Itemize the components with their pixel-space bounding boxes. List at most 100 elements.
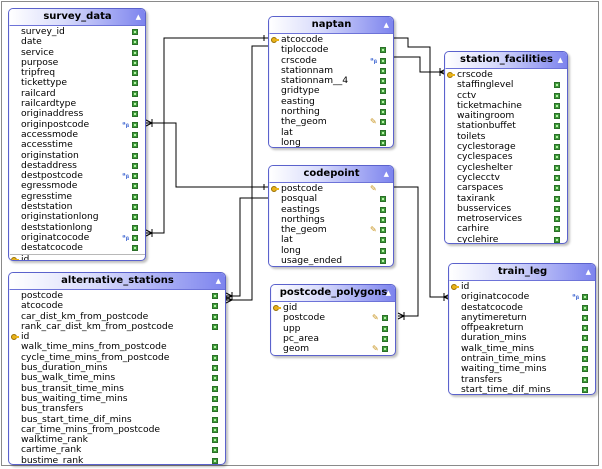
chevron-up-icon[interactable]: ▲ (135, 13, 141, 21)
column-row[interactable]: atcocode (10, 301, 225, 311)
column-row[interactable]: accesstime (10, 140, 145, 150)
chevron-up-icon[interactable]: ▲ (585, 268, 591, 276)
table-header[interactable]: survey_data▲ (9, 9, 145, 26)
column-row[interactable]: originstation (10, 150, 145, 161)
column-row[interactable]: destaddress (10, 160, 145, 171)
column-row[interactable]: carhire (446, 224, 567, 234)
column-row[interactable]: cyclespaces (446, 152, 567, 162)
column-row[interactable]: purpose (10, 57, 145, 68)
column-row[interactable]: date (10, 37, 145, 47)
column-row[interactable]: usage_ended (270, 255, 393, 266)
column-row[interactable]: postcode✎ (270, 183, 393, 194)
column-row[interactable]: waiting_time_mins (450, 364, 595, 374)
column-row[interactable]: stationnam (270, 65, 393, 76)
column-row[interactable]: originstationlong (10, 212, 145, 222)
chevron-up-icon[interactable]: ▲ (383, 170, 389, 178)
column-row[interactable]: postcode (10, 290, 225, 301)
column-row[interactable]: start_time_dif_mins (450, 384, 595, 394)
column-row[interactable]: atcocode (270, 34, 393, 45)
column-row[interactable]: taxirank (446, 193, 567, 204)
column-row[interactable]: bus_walk_time_mins (10, 373, 225, 383)
column-row[interactable]: waitingroom (446, 111, 567, 121)
column-row[interactable]: id (450, 281, 595, 292)
table-header[interactable]: codepoint▲ (269, 166, 393, 183)
column-row[interactable]: eastings (270, 204, 393, 215)
column-row[interactable]: bustime_rank (10, 455, 225, 464)
table-header[interactable]: naptan▲ (269, 17, 393, 34)
column-row[interactable]: egressmode (10, 181, 145, 191)
column-row[interactable]: long (270, 245, 393, 256)
column-row[interactable]: gridtype (270, 86, 393, 96)
column-row[interactable]: long (270, 137, 393, 147)
column-row[interactable]: northings (270, 214, 393, 225)
column-row[interactable]: bus_duration_mins (10, 362, 225, 373)
column-row[interactable]: tickettype (10, 78, 145, 88)
column-row[interactable]: originaddress (10, 109, 145, 119)
column-row[interactable]: deststationlong (10, 222, 145, 233)
column-row[interactable]: destatcocode (450, 302, 595, 313)
column-row[interactable]: service (10, 47, 145, 58)
column-row[interactable]: posqual (270, 194, 393, 204)
column-row[interactable]: rank_car_dist_km_from_postcode (10, 321, 225, 332)
column-row[interactable]: pc_area (272, 333, 395, 344)
column-row[interactable]: lat (270, 127, 393, 138)
chevron-up-icon[interactable]: ▲ (215, 277, 221, 285)
column-row[interactable]: railcardtype (10, 98, 145, 109)
column-row[interactable]: upp (272, 323, 395, 334)
column-row[interactable]: easting (270, 96, 393, 107)
column-row[interactable]: destatcocode (10, 243, 145, 253)
column-row[interactable]: id (10, 332, 225, 342)
column-row[interactable]: duration_mins (450, 333, 595, 343)
column-row[interactable]: bus_transit_time_mins (10, 383, 225, 394)
column-row[interactable]: offpeakreturn (450, 323, 595, 333)
column-row[interactable]: cyclecctv (446, 172, 567, 183)
column-row[interactable]: egresstime (10, 191, 145, 202)
column-row[interactable]: bus_waiting_time_mins (10, 393, 225, 404)
column-row[interactable]: car_time_mins_from_postcode (10, 424, 225, 435)
column-row[interactable]: transfers (450, 374, 595, 385)
column-row[interactable]: railcard (10, 88, 145, 99)
column-row[interactable]: cyclehire (446, 234, 567, 243)
column-row[interactable]: geom✎ (272, 344, 395, 354)
column-row[interactable]: survey_id (10, 26, 145, 37)
column-row[interactable]: car_dist_km_from_postcode (10, 311, 225, 322)
column-row[interactable]: bus_start_time_dif_mins (10, 414, 225, 425)
column-row[interactable]: cyclestorage (446, 141, 567, 152)
table-header[interactable]: train_leg▲ (449, 264, 595, 281)
column-row[interactable]: walk_time_mins_from_postcode (10, 342, 225, 352)
column-row[interactable]: ontrain_time_mins (450, 353, 595, 364)
column-row[interactable]: metroservices (446, 214, 567, 224)
column-row[interactable]: tiploccode (270, 45, 393, 55)
column-row[interactable]: deststation (10, 201, 145, 212)
column-row[interactable]: cctv (446, 90, 567, 101)
column-row[interactable]: northing (270, 106, 393, 117)
column-row[interactable]: cartime_rank (10, 445, 225, 455)
column-row[interactable]: toilets (446, 131, 567, 142)
chevron-up-icon[interactable]: ▲ (385, 289, 391, 297)
column-row[interactable]: tripfreq (10, 68, 145, 78)
column-row[interactable]: accessmode (10, 129, 145, 140)
column-row[interactable]: postcode✎ (272, 313, 395, 323)
chevron-up-icon[interactable]: ▲ (557, 56, 563, 64)
column-row[interactable]: lat (270, 235, 393, 245)
column-row[interactable]: anytimereturn (450, 312, 595, 323)
column-row[interactable]: bus_transfers (10, 404, 225, 414)
table-header[interactable]: postcode_polygons▲ (271, 285, 395, 302)
column-row[interactable]: walk_time_mins (450, 343, 595, 354)
column-row[interactable]: cycleshelter (446, 162, 567, 173)
column-row[interactable]: stationnam__4 (270, 76, 393, 86)
table-header[interactable]: station_facilities▲ (445, 52, 567, 69)
column-row[interactable]: crscode (446, 69, 567, 80)
column-row[interactable]: staffinglevel (446, 80, 567, 90)
